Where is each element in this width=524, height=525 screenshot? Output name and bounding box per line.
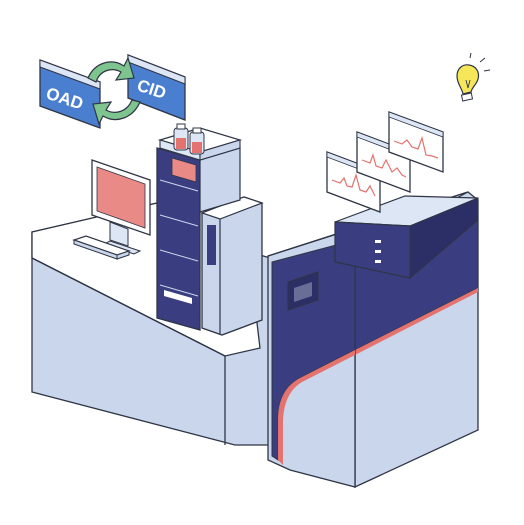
monitor xyxy=(91,159,151,255)
oad-window-icon: OAD xyxy=(39,59,101,129)
lightbulb-icon xyxy=(456,52,491,102)
solvent-bottles xyxy=(173,123,205,155)
hplc-system xyxy=(156,127,264,336)
keyboard xyxy=(72,235,131,260)
spectrum-window-3 xyxy=(388,111,444,173)
cycle-arrows-icon xyxy=(87,56,141,126)
mass-spectrometer xyxy=(267,191,479,489)
cid-window-icon: CID xyxy=(127,54,186,121)
